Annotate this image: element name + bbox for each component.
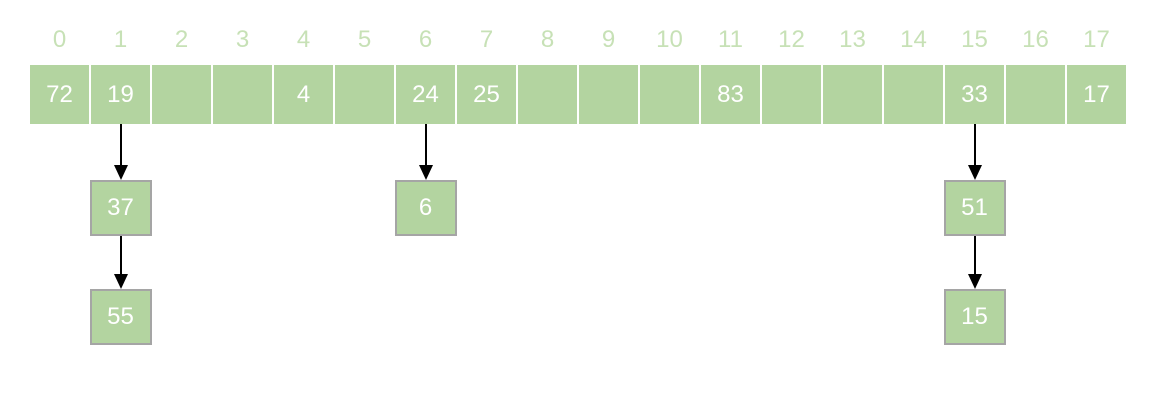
chain-node: 51 (943, 180, 1006, 236)
down-arrow-icon (418, 124, 433, 180)
array-cell: 24 (396, 65, 455, 124)
index-label: 11 (718, 26, 743, 53)
index-label: 1 (113, 26, 128, 53)
array-cell: 83 (701, 65, 760, 124)
array-cell (884, 65, 943, 124)
index-label: 17 (1083, 26, 1110, 53)
arrow-shaft (119, 124, 122, 166)
arrow-head (113, 274, 128, 289)
chain-for-index-6: 6 (394, 124, 457, 236)
array-cell (335, 65, 394, 124)
array-cell (823, 65, 882, 124)
arrow-head (967, 274, 982, 289)
array-cell (152, 65, 211, 124)
down-arrow-icon (113, 124, 128, 180)
array-cell: 17 (1067, 65, 1126, 124)
index-label: 7 (479, 26, 494, 53)
array-cell (518, 65, 577, 124)
arrow-head (967, 165, 982, 180)
index-label: 5 (357, 26, 372, 53)
index-label: 8 (540, 26, 555, 53)
arrow-shaft (973, 236, 976, 275)
down-arrow-icon (967, 124, 982, 180)
array-cell (762, 65, 821, 124)
array-cell: 33 (945, 65, 1004, 124)
chain-for-index-15: 51 15 (943, 124, 1006, 345)
arrow-head (113, 165, 128, 180)
index-label: 14 (900, 26, 927, 53)
index-label: 13 (839, 26, 866, 53)
arrow-shaft (424, 124, 427, 166)
chain-node: 15 (943, 289, 1006, 345)
down-arrow-icon (113, 236, 128, 289)
array-cell (213, 65, 272, 124)
index-label: 9 (601, 26, 616, 53)
index-label: 16 (1022, 26, 1049, 53)
down-arrow-icon (967, 236, 982, 289)
array-cell (579, 65, 638, 124)
array-cell: 25 (457, 65, 516, 124)
chain-node: 55 (89, 289, 152, 345)
index-label: 10 (656, 26, 683, 53)
arrow-shaft (973, 124, 976, 166)
index-label: 0 (52, 26, 67, 53)
arrow-shaft (119, 236, 122, 275)
array-cell: 19 (91, 65, 150, 124)
chain-for-index-1: 37 55 (89, 124, 152, 345)
chain-node: 37 (89, 180, 152, 236)
index-label: 6 (418, 26, 433, 53)
index-label: 4 (296, 26, 311, 53)
array-cell: 4 (274, 65, 333, 124)
array-cell: 72 (30, 65, 89, 124)
arrow-head (418, 165, 433, 180)
chain-node: 6 (394, 180, 457, 236)
array-cell (1006, 65, 1065, 124)
array-cell (640, 65, 699, 124)
index-label: 2 (174, 26, 189, 53)
index-label: 15 (961, 26, 988, 53)
index-label: 3 (235, 26, 250, 53)
index-label: 12 (778, 26, 805, 53)
